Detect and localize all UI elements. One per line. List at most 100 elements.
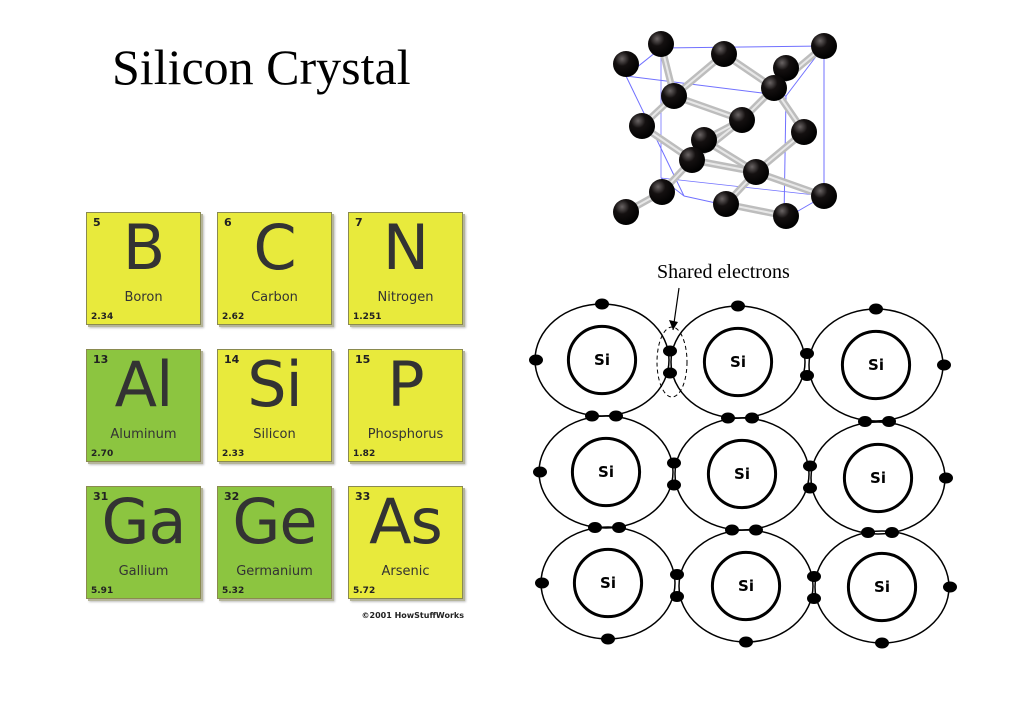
electron-dot	[739, 636, 753, 648]
electron-dot	[937, 359, 951, 371]
electron-dot	[670, 591, 684, 602]
element-density: 2.62	[222, 312, 245, 322]
electron-dot	[670, 569, 684, 580]
silicon-atom-sphere	[811, 183, 837, 209]
electron-dot	[939, 472, 953, 484]
element-name: Silicon	[253, 427, 296, 442]
si-nucleus	[706, 438, 778, 510]
si-atom-label: Si	[870, 469, 886, 487]
electron-dot	[807, 593, 821, 604]
electron-dot	[807, 571, 821, 582]
element-density: 5.91	[91, 586, 114, 596]
element-name: Carbon	[251, 290, 298, 305]
silicon-atom-sphere	[773, 55, 799, 81]
silicon-atom-sphere	[711, 41, 737, 67]
electron-dot	[731, 300, 745, 312]
electron-dot	[749, 524, 763, 536]
si-nucleus	[570, 436, 642, 508]
electron-dot	[663, 345, 677, 357]
electron-dot	[800, 348, 814, 359]
silicon-atom-sphere	[691, 127, 717, 153]
silicon-atom-sphere	[649, 179, 675, 205]
electron-dot	[609, 410, 623, 422]
atomic-number: 6	[224, 216, 232, 229]
silicon-crystal-lattice-model	[613, 31, 837, 229]
si-nucleus	[840, 329, 912, 401]
electron-dot	[588, 522, 602, 533]
electron-dot	[725, 524, 739, 536]
unit-cell-edge	[660, 45, 825, 49]
electron-dot	[585, 410, 599, 422]
atomic-number: 7	[355, 216, 363, 229]
electron-dot	[529, 354, 543, 366]
si-atom-label: Si	[600, 574, 616, 592]
element-symbol: N	[382, 211, 429, 284]
electron-dot	[885, 527, 899, 538]
element-name: Nitrogen	[377, 290, 434, 305]
electron-dot	[882, 416, 896, 427]
element-symbol: B	[122, 211, 166, 284]
si-atom-label: Si	[868, 356, 884, 374]
silicon-atom-sphere	[613, 51, 639, 77]
silicon-atom-sphere	[613, 199, 639, 225]
si-atom-label: Si	[598, 463, 614, 481]
element-name: Arsenic	[381, 564, 430, 579]
atomic-number: 32	[224, 490, 240, 503]
silicon-atom-sphere	[811, 33, 837, 59]
electron-dot	[800, 370, 814, 381]
si-nucleus	[566, 324, 638, 396]
electron-dot	[601, 633, 615, 645]
atomic-number: 14	[224, 353, 240, 366]
shared-electrons-label: Shared electrons	[657, 261, 790, 283]
element-tile-nitrogen: 7 N Nitrogen 1.251	[348, 211, 463, 325]
electron-dot	[875, 637, 889, 649]
element-symbol: Ge	[232, 485, 317, 558]
atomic-number: 15	[355, 353, 371, 366]
electron-dot	[535, 577, 549, 589]
element-symbol: Al	[114, 348, 174, 421]
silicon-atom-sphere	[773, 203, 799, 229]
element-density: 5.72	[353, 586, 376, 596]
copyright-text: ©2001 HowStuffWorks	[361, 611, 464, 620]
electron-dot	[745, 412, 759, 424]
electron-dot	[943, 581, 957, 593]
element-density: 5.32	[222, 586, 245, 596]
element-name: Gallium	[118, 564, 169, 579]
si-nucleus	[702, 326, 774, 398]
si-atom-label: Si	[874, 578, 890, 596]
atomic-number: 31	[93, 490, 109, 503]
element-name: Germanium	[236, 564, 313, 579]
silicon-atom-sphere	[791, 119, 817, 145]
silicon-atom-sphere	[661, 83, 687, 109]
si-nucleus	[710, 550, 782, 622]
electron-dot	[612, 522, 626, 533]
element-symbol: Ga	[101, 485, 186, 558]
element-density: 2.34	[91, 312, 114, 322]
si-atom-label: Si	[730, 353, 746, 371]
electron-dot	[663, 367, 677, 379]
element-name: Boron	[124, 290, 163, 305]
element-density: 2.33	[222, 449, 245, 459]
element-symbol: Si	[247, 348, 303, 421]
electron-dot	[861, 527, 875, 538]
element-name: Phosphorus	[367, 427, 444, 442]
silicon-atom-sphere	[743, 159, 769, 185]
element-symbol: P	[387, 348, 424, 421]
silicon-atom-sphere	[729, 107, 755, 133]
si-atom-label: Si	[738, 577, 754, 595]
element-name: Aluminum	[110, 427, 177, 442]
si-atom-label: Si	[734, 465, 750, 483]
slide-title: Silicon Crystal	[112, 39, 411, 95]
element-density: 1.251	[353, 312, 382, 322]
shared-electrons-highlight	[656, 326, 688, 398]
electron-dot	[533, 466, 547, 478]
atomic-number: 33	[355, 490, 371, 503]
